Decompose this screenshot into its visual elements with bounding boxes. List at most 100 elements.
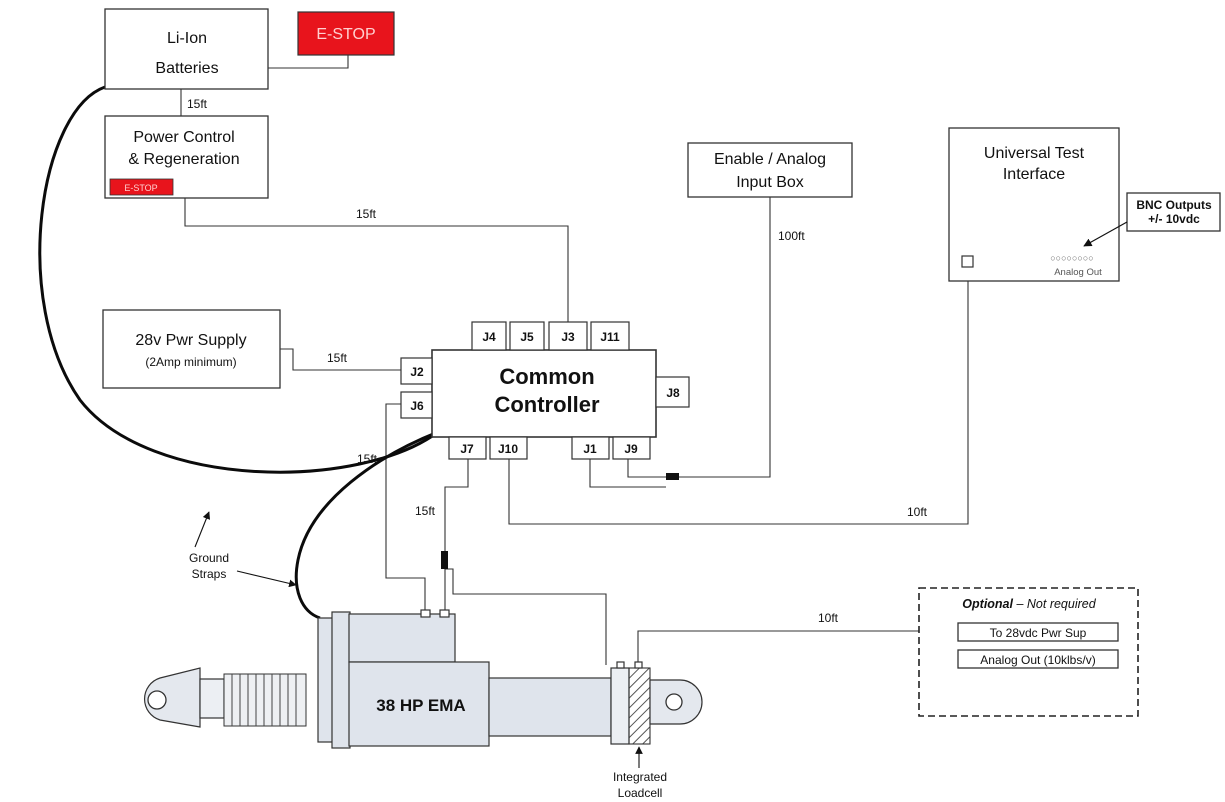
- bnc-label-1: BNC Outputs: [1136, 198, 1212, 212]
- ema-connector-2: [439, 609, 450, 618]
- connector-j1-label: J1: [583, 442, 597, 456]
- pwr-to-j3-wire: [184, 198, 569, 322]
- connector-j6-label: J6: [410, 399, 424, 413]
- pwr-supply-label-1: 28v Pwr Supply: [135, 332, 246, 349]
- connector-j1[interactable]: [571, 436, 610, 460]
- connector-j2-label: J2: [410, 365, 424, 379]
- ema-label: 38 HP EMA: [376, 696, 465, 715]
- ema-actuator: 38 HP EMA: [144, 609, 703, 749]
- enable-label-1: Enable / Analog: [714, 151, 826, 168]
- connector-j10[interactable]: [489, 436, 528, 460]
- connector-j7-label: J7: [460, 442, 474, 456]
- ground-strap-ema: [294, 430, 439, 620]
- uti-box: [948, 127, 1120, 282]
- uti-analog-ports: ○○○○○○○○: [1050, 253, 1094, 263]
- optional-item-28vdc-label: To 28vdc Pwr Sup: [990, 626, 1087, 640]
- uti-label-1: Universal Test: [984, 145, 1085, 162]
- battery-label-2: Batteries: [155, 60, 218, 77]
- ground-strap-battery: [38, 85, 439, 474]
- connector-j10-label: J10: [498, 442, 518, 456]
- j6-to-ema-wire: [385, 403, 426, 611]
- battery-box: [104, 8, 269, 90]
- ema-rod: [199, 678, 225, 719]
- j1-tap-wire: [589, 457, 666, 488]
- optional-title-rest: – Not required: [1013, 597, 1097, 611]
- connector-j3[interactable]: [548, 321, 588, 351]
- enable-to-j1-wire: [678, 197, 771, 478]
- connector-j8-label: J8: [666, 386, 680, 400]
- estop-wire: [268, 55, 349, 69]
- len-enable-j1: 100ft: [778, 229, 805, 243]
- j7-to-loadcell-wire: [445, 568, 607, 665]
- power-control-estop-label: E-STOP: [124, 183, 157, 193]
- power-control-label-1: Power Control: [133, 129, 234, 146]
- uti-port-icon[interactable]: [961, 255, 974, 268]
- connector-j8[interactable]: [655, 376, 690, 408]
- len-j7-ema: 15ft: [415, 504, 436, 518]
- optional-item-analog: [957, 649, 1119, 669]
- len-supply-j2: 15ft: [327, 351, 348, 365]
- connector-j7[interactable]: [448, 436, 487, 460]
- uti-analog-out-label: Analog Out: [1054, 267, 1102, 278]
- ground-strap-arrow-1: [194, 511, 211, 548]
- battery-label-1: Li-Ion: [167, 30, 207, 47]
- enable-label-2: Input Box: [736, 174, 804, 191]
- loadcell-connector-2: [634, 661, 643, 669]
- enable-box: [687, 142, 853, 198]
- ema-right-eye-hole: [665, 693, 683, 711]
- connector-j11[interactable]: [590, 321, 630, 351]
- j10-to-uti-wire: [508, 271, 969, 525]
- ema-loadcell-hatch: [628, 667, 651, 745]
- bnc-arrow: [1083, 221, 1128, 247]
- j7-splitter: [441, 551, 448, 569]
- pwr-supply-label-2: (2Amp minimum): [145, 355, 236, 369]
- j9-tap-wire: [627, 457, 666, 478]
- ema-motor-housing: [348, 613, 456, 663]
- bnc-label-2: +/- 10vdc: [1148, 212, 1200, 226]
- connector-j3-label: J3: [561, 330, 575, 344]
- connector-j9-label: J9: [624, 442, 638, 456]
- ema-tube: [488, 677, 612, 737]
- power-control-estop[interactable]: [109, 178, 174, 196]
- optional-item-28vdc: [957, 622, 1119, 642]
- connector-j4[interactable]: [471, 321, 507, 351]
- ema-flange-plate: [331, 611, 351, 749]
- connector-j4-label: J4: [482, 330, 496, 344]
- bnc-box: [1126, 192, 1221, 232]
- common-controller-box: [431, 349, 657, 438]
- connector-j6[interactable]: [400, 391, 433, 419]
- loadcell-label-1: Integrated: [613, 770, 667, 784]
- power-control-label-2: & Regeneration: [128, 151, 239, 168]
- loadcell-connector-1: [616, 661, 625, 669]
- j1-j9-splitter: [666, 473, 679, 480]
- estop-main-button[interactable]: [297, 11, 395, 56]
- len-batt-pwr: 15ft: [187, 97, 208, 111]
- ema-loadcell-collar: [610, 667, 630, 745]
- len-loadcell-opt: 10ft: [818, 611, 839, 625]
- ema-left-rod-end: [144, 667, 201, 728]
- controller-connectors: J4 J5 J3 J11 J2 J6 J8 J7 J10 J1 J9: [400, 321, 690, 460]
- connector-j5[interactable]: [509, 321, 545, 351]
- optional-item-analog-label: Analog Out (10klbs/v): [980, 653, 1095, 667]
- loadcell-to-opt-wire: [637, 630, 937, 668]
- ema-boot: [223, 673, 307, 727]
- pwr-supply-box: [102, 309, 281, 389]
- connector-j9[interactable]: [612, 436, 651, 460]
- optional-title-bold: Optional: [962, 597, 1013, 611]
- controller-label-2: Controller: [494, 392, 600, 417]
- ground-straps-label-1: Ground: [189, 551, 229, 565]
- ema-left-eye-hole: [147, 690, 167, 710]
- ema-main-body: [348, 661, 490, 747]
- len-j6-ema: 15ft: [357, 452, 378, 466]
- controller-label-1: Common: [499, 364, 594, 389]
- connector-j2[interactable]: [400, 357, 433, 385]
- uti-label-2: Interface: [1003, 166, 1065, 183]
- len-pwr-j3: 15ft: [356, 207, 377, 221]
- ground-straps-label-2: Straps: [192, 567, 227, 581]
- supply-to-j2-wire: [280, 348, 401, 371]
- optional-title: Optional – Not required: [962, 597, 1096, 611]
- connector-j11-label: J11: [600, 330, 620, 344]
- len-j10-uti: 10ft: [907, 505, 928, 519]
- estop-main-label: E-STOP: [316, 26, 375, 43]
